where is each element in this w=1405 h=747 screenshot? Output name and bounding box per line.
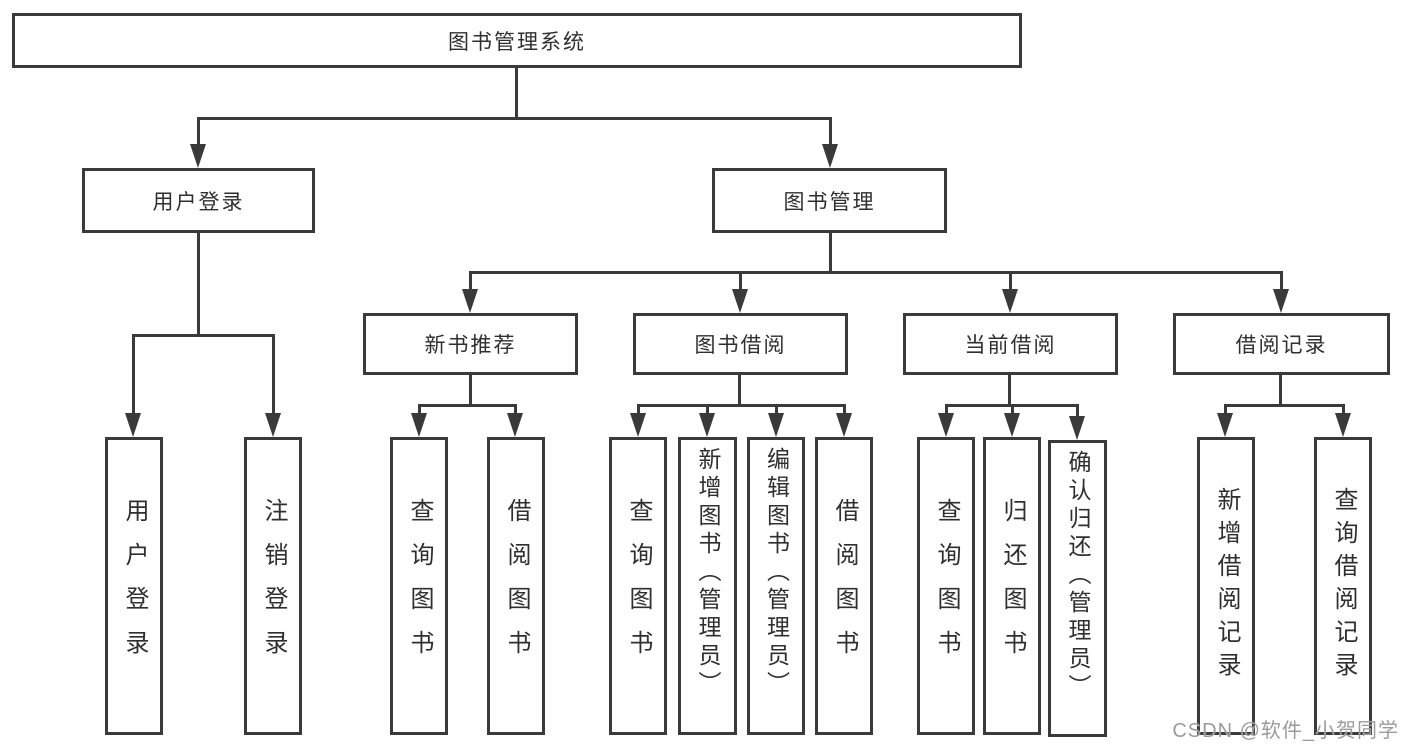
- node-borrow-label: 图书借阅: [694, 334, 787, 357]
- leaf-records-add: 新增借阅记录: [1197, 437, 1255, 735]
- leaf-borrow-borrow-label: 借阅图书: [831, 498, 858, 674]
- arrowhead-br-query: [1335, 413, 1351, 437]
- connector-to-bb-edit: [775, 404, 778, 418]
- csdn-watermark: CSDN @软件_小贺同学: [1172, 720, 1399, 742]
- leaf-current-confirm-label: 确认归还（管理员）: [1065, 450, 1091, 702]
- leaf-user-login: 用户登录: [105, 437, 163, 735]
- connector-to-bb-query: [637, 404, 640, 418]
- arrowhead-ul-logout: [265, 413, 281, 437]
- node-current: 当前借阅: [903, 313, 1118, 375]
- connector-to-records: [1280, 271, 1283, 293]
- arrowhead-cb-query: [938, 413, 954, 437]
- leaf-borrow-edit: 编辑图书（管理员）: [747, 437, 805, 735]
- leaf-current-confirm: 确认归还（管理员）: [1048, 440, 1107, 737]
- leaf-records-query-label: 查询借阅记录: [1330, 487, 1357, 685]
- leaf-newbook-query: 查询图书: [390, 437, 448, 735]
- arrowhead-records: [1273, 289, 1289, 313]
- node-new-book: 新书推荐: [363, 313, 578, 375]
- connector-current-stem: [1008, 375, 1011, 406]
- leaf-logout-label: 注销登录: [260, 498, 287, 674]
- node-new-book-label: 新书推荐: [424, 334, 517, 357]
- node-user-login-label: 用户登录: [152, 190, 245, 214]
- node-book-mgmt: 图书管理: [712, 168, 947, 233]
- node-user-login: 用户登录: [82, 168, 315, 233]
- arrowhead-bb-edit: [768, 413, 784, 437]
- connector-records-bar: [1224, 404, 1345, 407]
- connector-to-ul-logout: [272, 334, 275, 416]
- node-borrow: 图书借阅: [633, 313, 848, 375]
- arrowhead-bb-add: [699, 413, 715, 437]
- leaf-current-return-label: 归还图书: [999, 498, 1026, 674]
- arrowhead-nb-query: [411, 413, 427, 437]
- leaf-newbook-query-label: 查询图书: [406, 498, 433, 674]
- arrowhead-bb-query: [630, 413, 646, 437]
- arrowhead-cb-confirm: [1069, 416, 1085, 440]
- connector-to-user-login: [197, 117, 200, 148]
- arrowhead-new-book: [462, 289, 478, 313]
- connector-to-cb-query: [945, 404, 948, 418]
- leaf-borrow-add-label: 新增图书（管理员）: [695, 447, 721, 699]
- connector-book-mgmt-stem: [829, 233, 832, 274]
- connector-to-bb-add: [706, 404, 709, 418]
- arrowhead-cb-return: [1004, 413, 1020, 437]
- connector-to-cb-confirm: [1076, 404, 1079, 418]
- arrowhead-ul-login: [125, 413, 141, 437]
- leaf-newbook-borrow-label: 借阅图书: [503, 498, 530, 674]
- leaf-borrow-query-label: 查询图书: [625, 498, 652, 674]
- arrowhead-bb-borrow: [836, 413, 852, 437]
- connector-to-new-book: [469, 271, 472, 293]
- connector-to-nb-query: [418, 404, 421, 418]
- connector-to-book-mgmt: [829, 117, 832, 148]
- leaf-records-query: 查询借阅记录: [1314, 437, 1372, 735]
- connector-new-book-stem: [469, 375, 472, 406]
- arrowhead-br-add: [1217, 413, 1233, 437]
- node-book-mgmt-label: 图书管理: [783, 190, 876, 214]
- arrowhead-current: [1002, 289, 1018, 313]
- connector-book-mgmt-bar: [469, 271, 1282, 274]
- node-records-label: 借阅记录: [1235, 334, 1328, 357]
- node-records: 借阅记录: [1173, 313, 1390, 375]
- leaf-borrow-add: 新增图书（管理员）: [678, 437, 737, 735]
- connector-to-borrow: [739, 271, 742, 293]
- node-current-label: 当前借阅: [964, 334, 1057, 357]
- arrowhead-user-login: [190, 144, 206, 168]
- connector-to-br-query: [1342, 404, 1345, 418]
- leaf-user-login-label: 用户登录: [121, 498, 148, 674]
- leaf-current-return: 归还图书: [983, 437, 1041, 735]
- connector-borrow-bar: [637, 404, 846, 407]
- connector-to-bb-borrow: [843, 404, 846, 418]
- connector-user-login-bar: [132, 334, 275, 337]
- connector-new-book-bar: [418, 404, 517, 407]
- connector-to-nb-borrow: [514, 404, 517, 418]
- leaf-records-add-label: 新增借阅记录: [1213, 487, 1240, 685]
- leaf-newbook-borrow: 借阅图书: [487, 437, 545, 735]
- leaf-borrow-borrow: 借阅图书: [815, 437, 873, 735]
- arrowhead-nb-borrow: [507, 413, 523, 437]
- connector-root-stem: [515, 68, 518, 118]
- connector-root-bar: [197, 117, 831, 120]
- connector-records-stem: [1279, 375, 1282, 406]
- arrowhead-book-mgmt: [822, 144, 838, 168]
- connector-to-current: [1009, 271, 1012, 293]
- connector-to-cb-return: [1011, 404, 1014, 418]
- connector-to-br-add: [1224, 404, 1227, 418]
- leaf-current-query-label: 查询图书: [933, 498, 960, 674]
- connector-to-ul-login: [132, 334, 135, 416]
- leaf-current-query: 查询图书: [917, 437, 975, 735]
- leaf-borrow-query: 查询图书: [609, 437, 667, 735]
- leaf-borrow-edit-label: 编辑图书（管理员）: [763, 447, 790, 699]
- node-root-label: 图书管理系统: [448, 30, 586, 54]
- connector-borrow-stem: [738, 375, 741, 406]
- leaf-logout: 注销登录: [244, 437, 302, 735]
- node-root: 图书管理系统: [12, 13, 1022, 68]
- connector-user-login-stem: [197, 233, 200, 337]
- arrowhead-borrow: [732, 289, 748, 313]
